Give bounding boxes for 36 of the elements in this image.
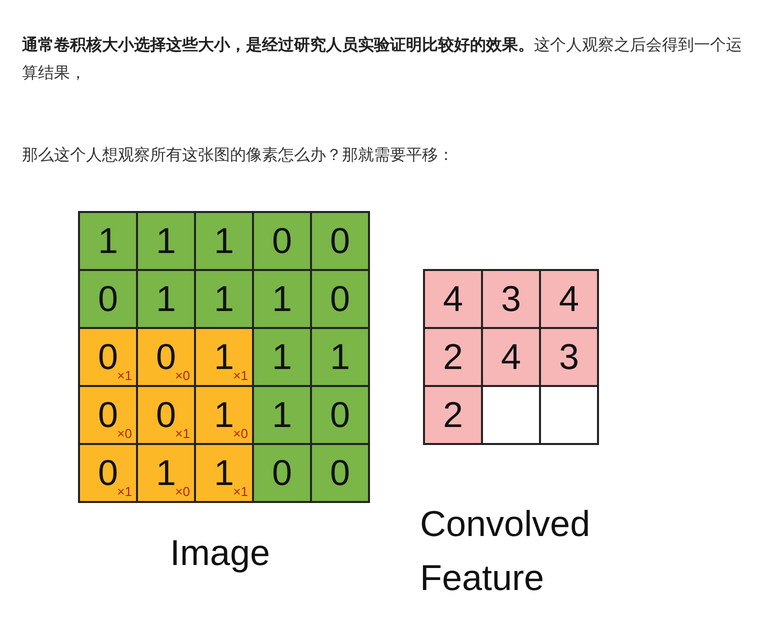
matrix-cell: 0 xyxy=(254,213,310,269)
paragraph: 那么这个人想观察所有这张图的像素怎么办？那就需要平移： xyxy=(22,144,455,166)
matrix-cell: 0$_{×1}$ xyxy=(80,329,136,385)
matrix-cell: 1 xyxy=(196,213,252,269)
matrix-cell: 1$_{×0}$ xyxy=(196,387,252,443)
image-caption: Image xyxy=(170,531,270,575)
matrix-cell: 0$_{×0}$ xyxy=(138,329,194,385)
matrix-cell: 4 xyxy=(541,271,597,327)
matrix-cell: 3 xyxy=(483,271,539,327)
matrix-cell: 1$_{×1}$ xyxy=(196,445,252,501)
matrix-cell: 0$_{×0}$ xyxy=(80,387,136,443)
matrix-cell: 0 xyxy=(312,213,368,269)
matrix-cell: 1 xyxy=(254,329,310,385)
matrix-cell: 0 xyxy=(80,271,136,327)
matrix-cell: 1 xyxy=(254,387,310,443)
matrix-cell: 1$_{×1}$ xyxy=(196,329,252,385)
matrix-cell: 0 xyxy=(312,387,368,443)
paragraph: 通常卷积核大小选择这些大小，是经过研究人员实验证明比较好的效果。这个人观察之后会得到一个运算结果， xyxy=(22,34,742,84)
matrix-cell: 2 xyxy=(425,387,481,443)
matrix-cell: 2 xyxy=(425,329,481,385)
matrix-cell: 1 xyxy=(196,271,252,327)
matrix-cell: 1 xyxy=(138,213,194,269)
matrix-cell: 1$_{×0}$ xyxy=(138,445,194,501)
matrix-cell: 1 xyxy=(138,271,194,327)
matrix-cell: 3 xyxy=(541,329,597,385)
matrix-cell: 0 xyxy=(312,445,368,501)
matrix-cell: 0 xyxy=(312,271,368,327)
matrix-cell: 0 xyxy=(254,445,310,501)
matrix-cell: 1 xyxy=(312,329,368,385)
matrix-cell: 0$_{×1}$ xyxy=(138,387,194,443)
matrix-cell: 1 xyxy=(254,271,310,327)
feature-caption: Convolved Feature xyxy=(420,502,592,600)
matrix-cell: 4 xyxy=(425,271,481,327)
matrix-cell: 1 xyxy=(80,213,136,269)
matrix-cell: 4 xyxy=(483,329,539,385)
matrix-cell: 0$_{×1}$ xyxy=(80,445,136,501)
